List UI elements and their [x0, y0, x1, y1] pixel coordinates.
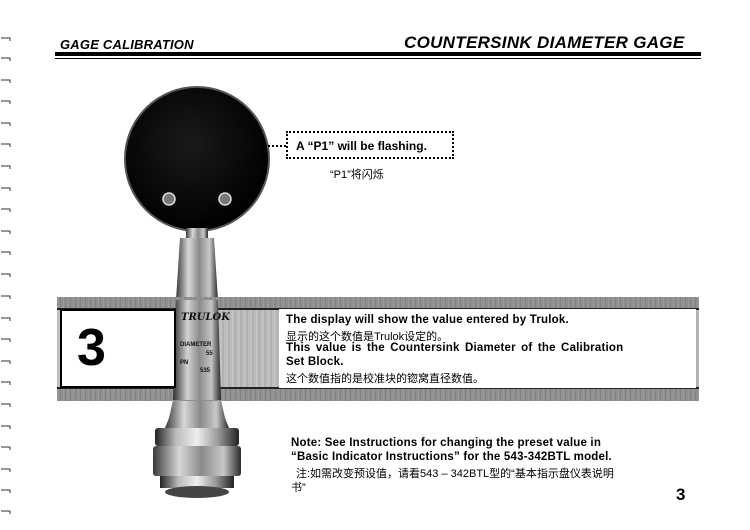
- step-line-1: The display will show the value entered …: [286, 314, 569, 326]
- callout-leader: [265, 145, 286, 147]
- note-line-1: Note: See Instructions for changing the …: [291, 437, 602, 449]
- binding-rings: [1, 37, 11, 514]
- step-text-panel: [279, 309, 696, 388]
- gauge-brand: TRULOK: [181, 312, 230, 323]
- step-line-3-cn: 这个数值指的是校准块的锪窝直径数值。: [286, 373, 484, 385]
- callout-text-cn: “P1”将闪烁: [330, 169, 384, 181]
- step-number-box: [60, 309, 176, 388]
- callout-box: A “P1” will be flashing.: [286, 131, 454, 159]
- screw-right: [218, 192, 232, 206]
- gauge-label-1: DIAMETER: [180, 342, 212, 348]
- step-line-3: Set Block.: [286, 356, 344, 368]
- section-title: GAGE CALIBRATION: [60, 37, 194, 52]
- header-rule: [55, 52, 701, 56]
- page-title: COUNTERSINK DIAMETER GAGE: [404, 33, 685, 52]
- note-line-4-cn: 书”: [291, 482, 306, 494]
- page-number: 3: [676, 485, 686, 504]
- step-number: 3: [77, 319, 106, 377]
- header-rule-thin: [55, 58, 701, 59]
- gauge-label-2: 55: [206, 351, 213, 357]
- step-line-2: This value is the Countersink Diameter o…: [286, 342, 624, 354]
- step-line-1-cn: 显示的这个数值是Trulok设定的。: [286, 331, 449, 343]
- note-line-2: “Basic Indicator Instructions” for the 5…: [291, 451, 612, 463]
- gauge-label-4: 535: [200, 368, 211, 374]
- gauge-label-3: PN: [180, 360, 189, 366]
- screw-left: [162, 192, 176, 206]
- note-line-3-cn: 注:如需改变预设值，请看543 – 342BTL型的“基本指示盘仪表说明: [296, 468, 614, 480]
- dial-face: [125, 87, 269, 231]
